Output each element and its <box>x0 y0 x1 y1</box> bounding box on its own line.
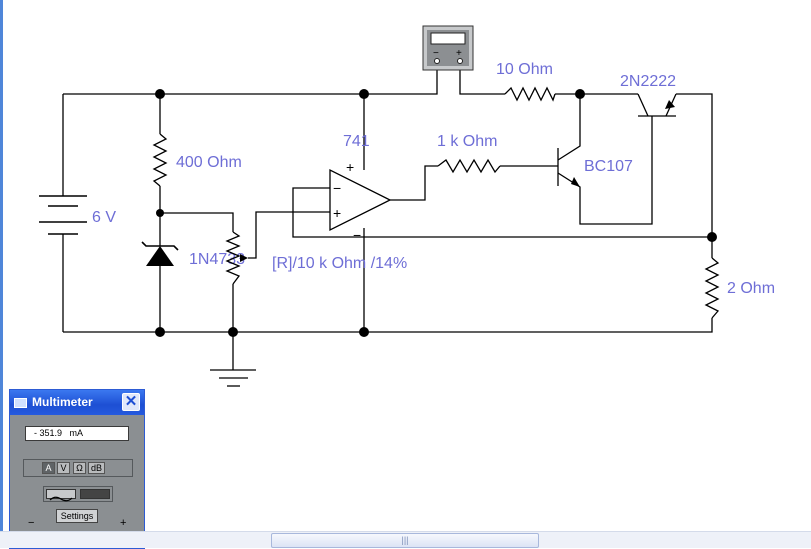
resistor-400-symbol[interactable] <box>152 133 168 187</box>
bc107-label: BC107 <box>584 158 633 175</box>
window-left-border <box>0 0 3 547</box>
bc107-symbol[interactable] <box>571 177 580 187</box>
resistor-load-label: 2 Ohm <box>727 280 775 297</box>
mode-decibel-button[interactable]: dB <box>88 462 105 474</box>
opamp-noninverting-input: + <box>333 205 341 221</box>
opamp-supply-minus: − <box>353 227 361 243</box>
multimeter-window[interactable]: Multimeter ✕ - 351.9 mA A V Ω dB Setting… <box>9 389 145 549</box>
mode-selector: A V Ω dB <box>23 459 133 477</box>
battery-symbol[interactable] <box>39 195 87 235</box>
2n2222-label: 2N2222 <box>620 73 676 90</box>
2n2222-symbol[interactable] <box>665 100 675 109</box>
ac-dc-selector <box>43 486 113 502</box>
horizontal-scrollbar[interactable]: ||| <box>0 531 811 548</box>
resistor-1k-label: 1 k Ohm <box>437 133 497 150</box>
settings-button[interactable]: Settings <box>56 509 98 523</box>
zener-label: 1N4733 <box>189 251 245 268</box>
scrollbar-thumb[interactable]: ||| <box>271 533 539 548</box>
meter-plus-terminal-label: + <box>456 48 462 59</box>
opamp-741-symbol[interactable] <box>329 168 392 232</box>
multimeter-display: - 351.9 mA <box>25 426 129 441</box>
plus-terminal-label: + <box>120 517 127 529</box>
battery-label: 6 V <box>92 209 116 226</box>
opamp-supply-plus: + <box>346 159 354 175</box>
resistor-400-label: 400 Ohm <box>176 154 242 171</box>
potentiometer-symbol[interactable] <box>225 231 248 285</box>
resistor-10-label: 10 Ohm <box>496 61 553 78</box>
display-unit: mA <box>69 428 84 438</box>
minus-terminal-label: − <box>28 517 35 529</box>
display-value: - 351.9 <box>34 428 63 438</box>
multimeter-title: Multimeter <box>32 395 93 409</box>
junction-nodes <box>155 89 717 337</box>
dc-button[interactable] <box>80 489 110 499</box>
resistor-1k-symbol[interactable] <box>437 158 501 174</box>
ac-wave-icon <box>49 496 73 502</box>
opamp-label: 741 <box>343 133 370 150</box>
resistor-10-symbol[interactable] <box>504 86 556 102</box>
mode-voltmeter-button[interactable]: V <box>57 462 70 474</box>
potentiometer-label: [R]/10 k Ohm /14% <box>272 255 407 272</box>
meter-minus-terminal-label: − <box>433 48 439 59</box>
resistor-load-symbol[interactable] <box>704 257 720 319</box>
opamp-inverting-input: − <box>333 180 341 196</box>
window-icon <box>14 398 27 408</box>
mode-ammeter-button[interactable]: A <box>42 462 55 474</box>
multimeter-titlebar[interactable]: Multimeter ✕ <box>10 390 144 415</box>
multimeter-instrument-icon[interactable] <box>422 25 474 71</box>
ac-button[interactable] <box>46 489 76 502</box>
close-icon[interactable]: ✕ <box>122 393 140 411</box>
zener-diode-symbol[interactable] <box>141 241 179 266</box>
mode-ohmmeter-button[interactable]: Ω <box>73 462 86 474</box>
wires <box>62 70 713 387</box>
